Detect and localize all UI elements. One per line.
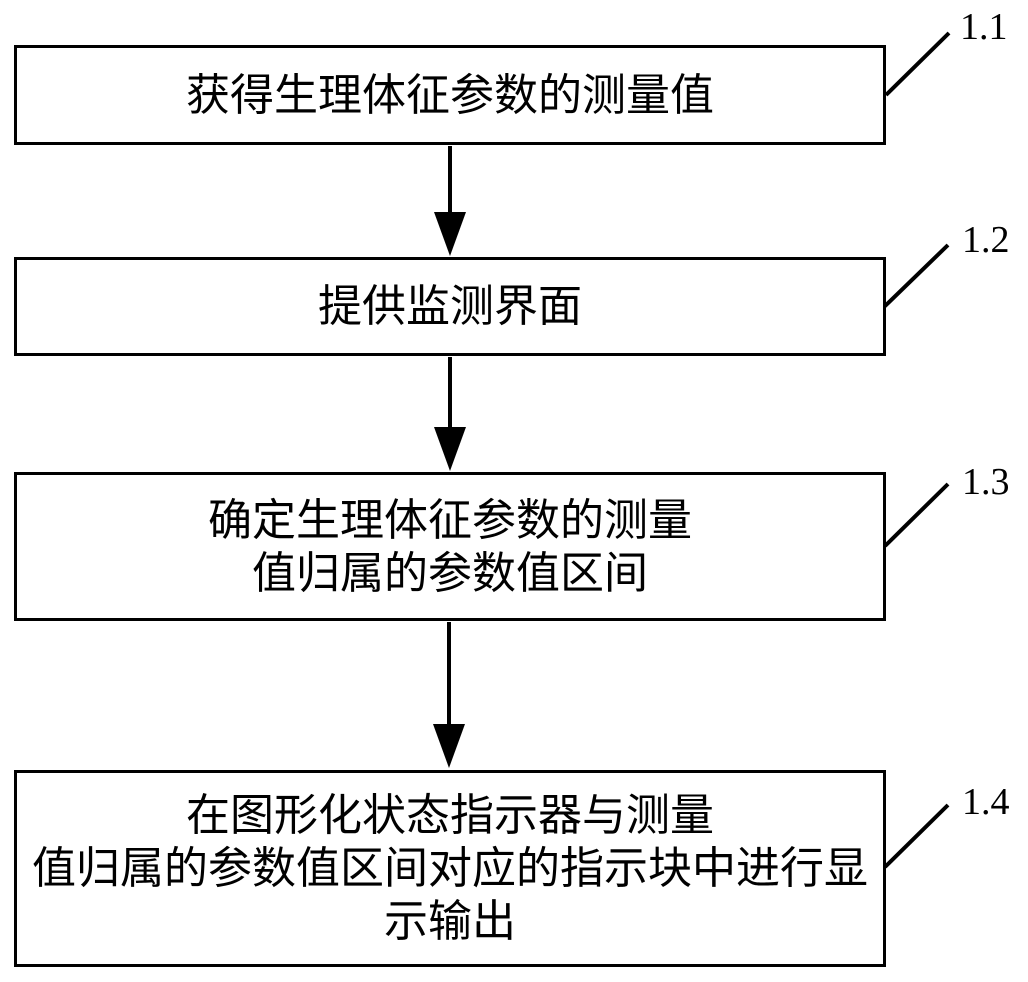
flow-step-box-3: 确定生理体征参数的测量 值归属的参数值区间 — [14, 472, 886, 621]
flow-step-text: 在图形化状态指示器与测量 — [186, 791, 714, 840]
leader-line-1-1 — [884, 31, 951, 97]
flow-step-text: 确定生理体征参数的测量 — [208, 495, 692, 545]
flow-arrow-2-3 — [434, 357, 466, 471]
flow-step-box-4: 在图形化状态指示器与测量 值归属的参数值区间对应的指示块中进行显 示输出 — [14, 770, 886, 967]
flow-step-text: 值归属的参数值区间 — [252, 548, 648, 598]
leader-line-1-4 — [883, 803, 950, 869]
leader-line-1-3 — [883, 482, 950, 548]
ref-label-1-2: 1.2 — [962, 219, 1010, 261]
ref-label-1-1: 1.1 — [960, 6, 1008, 48]
ref-label-1-4: 1.4 — [962, 781, 1010, 823]
flow-arrow-3-4 — [433, 622, 465, 768]
flow-arrow-1-2 — [434, 146, 466, 256]
flow-step-text: 值归属的参数值区间对应的指示块中进行显 — [32, 844, 868, 893]
flow-step-box-2: 提供监测界面 — [14, 257, 886, 356]
flow-step-box-1: 获得生理体征参数的测量值 — [14, 45, 886, 145]
leader-line-1-2 — [882, 243, 950, 309]
flow-step-text: 获得生理体征参数的测量值 — [186, 70, 714, 120]
ref-label-1-3: 1.3 — [962, 461, 1010, 503]
flow-step-text: 提供监测界面 — [318, 282, 582, 331]
flow-step-text: 示输出 — [384, 897, 516, 946]
